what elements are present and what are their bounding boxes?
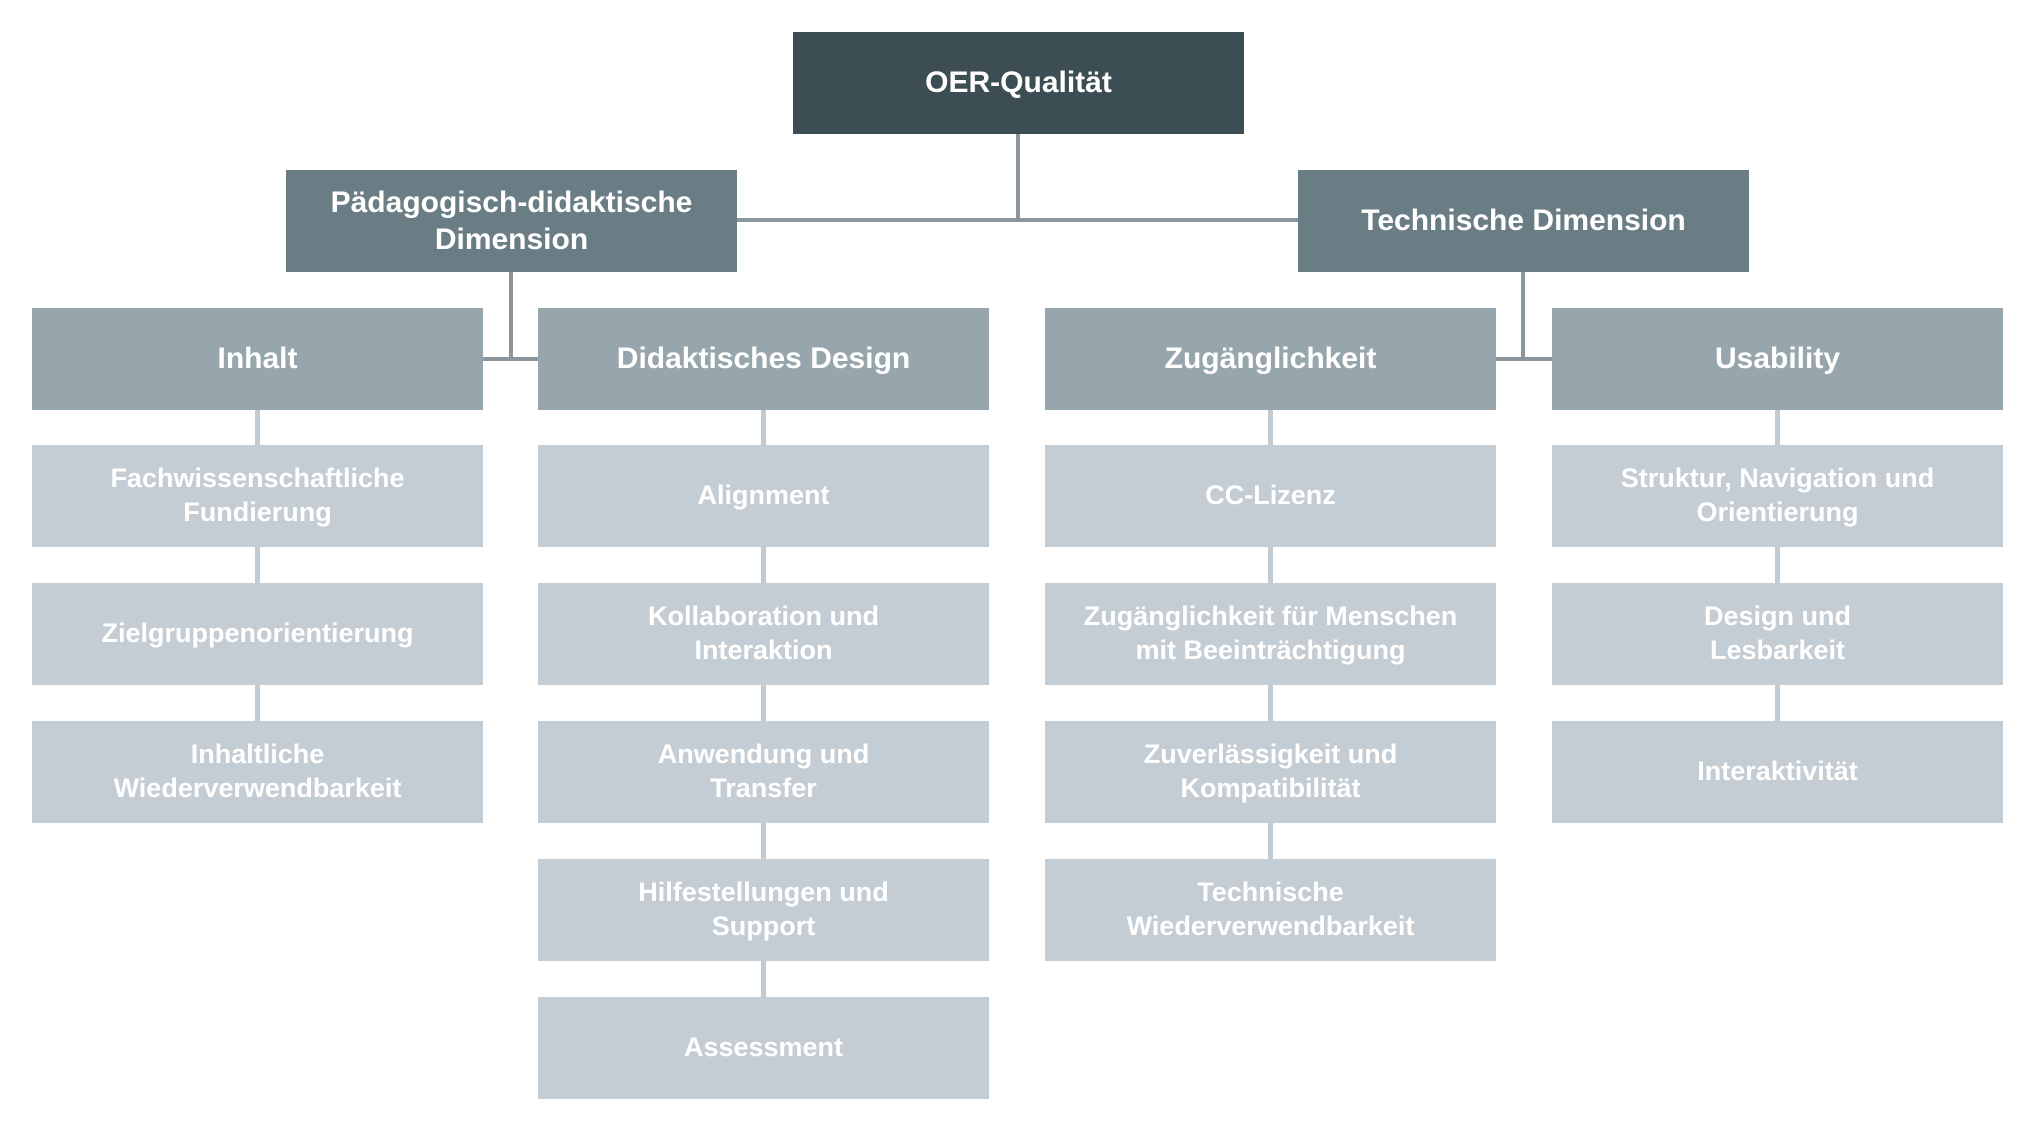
connector-col2-gap2	[761, 547, 766, 583]
node-item-anwendung-und-transfer: Anwendung und Transfer	[538, 721, 989, 823]
node-item-interaktivitaet: Interaktivität	[1552, 721, 2003, 823]
connector-col3-gap1	[1268, 410, 1273, 445]
connector-col3-gap3	[1268, 685, 1273, 721]
node-item-technische-wiederverwendbarkeit: Technische Wiederverwendbarkeit	[1045, 859, 1496, 961]
node-category-didaktisches-design: Didaktisches Design	[538, 308, 989, 410]
node-item-zugaenglichkeit-fuer-menschen: Zugänglichkeit für Menschen mit Beeinträ…	[1045, 583, 1496, 685]
node-item-struktur-navigation-orientierung: Struktur, Navigation und Orientierung	[1552, 445, 2003, 547]
node-item-kollaboration-und-interaktion: Kollaboration und Interaktion	[538, 583, 989, 685]
connector-col1-gap1	[255, 410, 260, 445]
connector-col1-gap3	[255, 685, 260, 721]
node-item-assessment: Assessment	[538, 997, 989, 1099]
connector-col2-gap5	[761, 961, 766, 997]
connector-root-horizontal	[737, 218, 1298, 222]
node-item-zielgruppenorientierung: Zielgruppenorientierung	[32, 583, 483, 685]
connector-dimension1-vertical	[509, 272, 513, 360]
connector-col2-gap3	[761, 685, 766, 721]
connector-col4-gap3	[1775, 685, 1780, 721]
node-category-zugaenglichkeit: Zugänglichkeit	[1045, 308, 1496, 410]
connector-col4-gap1	[1775, 410, 1780, 445]
connector-col1-gap2	[255, 547, 260, 583]
node-category-inhalt: Inhalt	[32, 308, 483, 410]
node-item-cc-lizenz: CC-Lizenz	[1045, 445, 1496, 547]
node-item-hilfestellungen-und-support: Hilfestellungen und Support	[538, 859, 989, 961]
node-item-zuverlaessigkeit-und-kompatibilitaet: Zuverlässigkeit und Kompatibilität	[1045, 721, 1496, 823]
connector-dimension2-horizontal	[1496, 357, 1552, 361]
node-item-alignment: Alignment	[538, 445, 989, 547]
connector-dimension2-vertical	[1521, 272, 1525, 360]
node-item-inhaltliche-wiederverwendbarkeit: Inhaltliche Wiederverwendbarkeit	[32, 721, 483, 823]
connector-col2-gap1	[761, 410, 766, 445]
connector-col3-gap4	[1268, 823, 1273, 859]
node-item-design-und-lesbarkeit: Design und Lesbarkeit	[1552, 583, 2003, 685]
node-root-oer-qualitaet: OER-Qualität	[793, 32, 1244, 134]
node-item-fachwissenschaftliche-fundierung: Fachwissenschaftliche Fundierung	[32, 445, 483, 547]
node-dimension-technisch: Technische Dimension	[1298, 170, 1749, 272]
node-dimension-paedagogisch-didaktisch: Pädagogisch-didaktische Dimension	[286, 170, 737, 272]
connector-col2-gap4	[761, 823, 766, 859]
connector-col4-gap2	[1775, 547, 1780, 583]
connector-dimension1-horizontal	[483, 357, 538, 361]
connector-root-vertical	[1016, 134, 1020, 222]
node-category-usability: Usability	[1552, 308, 2003, 410]
connector-col3-gap2	[1268, 547, 1273, 583]
